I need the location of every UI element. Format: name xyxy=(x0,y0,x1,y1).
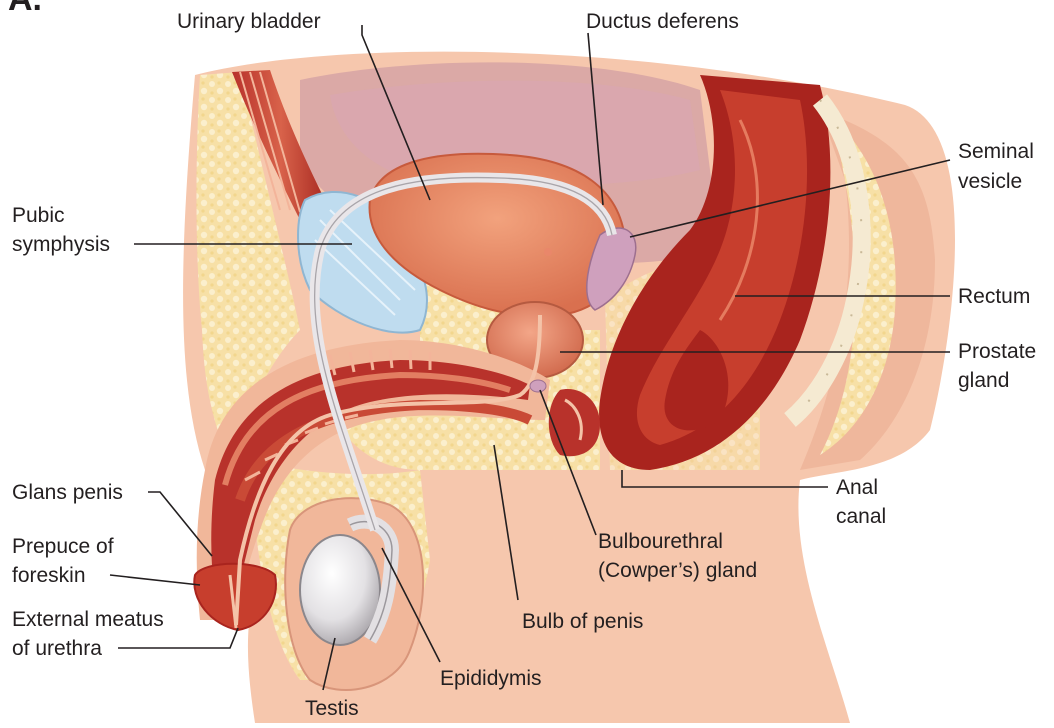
leader-external-meatus xyxy=(118,628,238,648)
label-pubic-symphysis-line2: symphysis xyxy=(12,233,110,256)
label-bulbourethral-line1: Bulbourethral xyxy=(598,530,723,553)
label-prostate-gland-line2: gland xyxy=(958,369,1009,392)
testis-shape xyxy=(300,535,380,645)
label-external-meatus-line2: of urethra xyxy=(12,637,102,660)
label-rectum: Rectum xyxy=(958,285,1030,308)
label-pubic-symphysis-line1: Pubic xyxy=(12,204,65,227)
label-anal-canal-line1: Anal xyxy=(836,476,878,499)
label-prostate-gland-line1: Prostate xyxy=(958,340,1036,363)
label-seminal-vesicle-line2: vesicle xyxy=(958,170,1022,193)
label-glans-penis: Glans penis xyxy=(12,481,123,504)
label-urinary-bladder: Urinary bladder xyxy=(177,10,321,33)
label-prepuce-line1: Prepuce of xyxy=(12,535,114,558)
label-ductus-deferens: Ductus deferens xyxy=(586,10,739,33)
label-seminal-vesicle-line1: Seminal xyxy=(958,140,1034,163)
leader-prepuce xyxy=(110,575,200,585)
label-testis: Testis xyxy=(305,697,359,720)
label-bulbourethral-line2: (Cowper’s) gland xyxy=(598,559,757,582)
label-prepuce-line2: foreskin xyxy=(12,564,86,587)
label-external-meatus-line1: External meatus xyxy=(12,608,164,631)
label-bulb-of-penis: Bulb of penis xyxy=(522,610,643,633)
bulbourethral-gland-shape xyxy=(530,380,546,392)
label-anal-canal-line2: canal xyxy=(836,505,886,528)
panel-letter: A. xyxy=(8,0,42,18)
label-epididymis: Epididymis xyxy=(440,667,542,690)
